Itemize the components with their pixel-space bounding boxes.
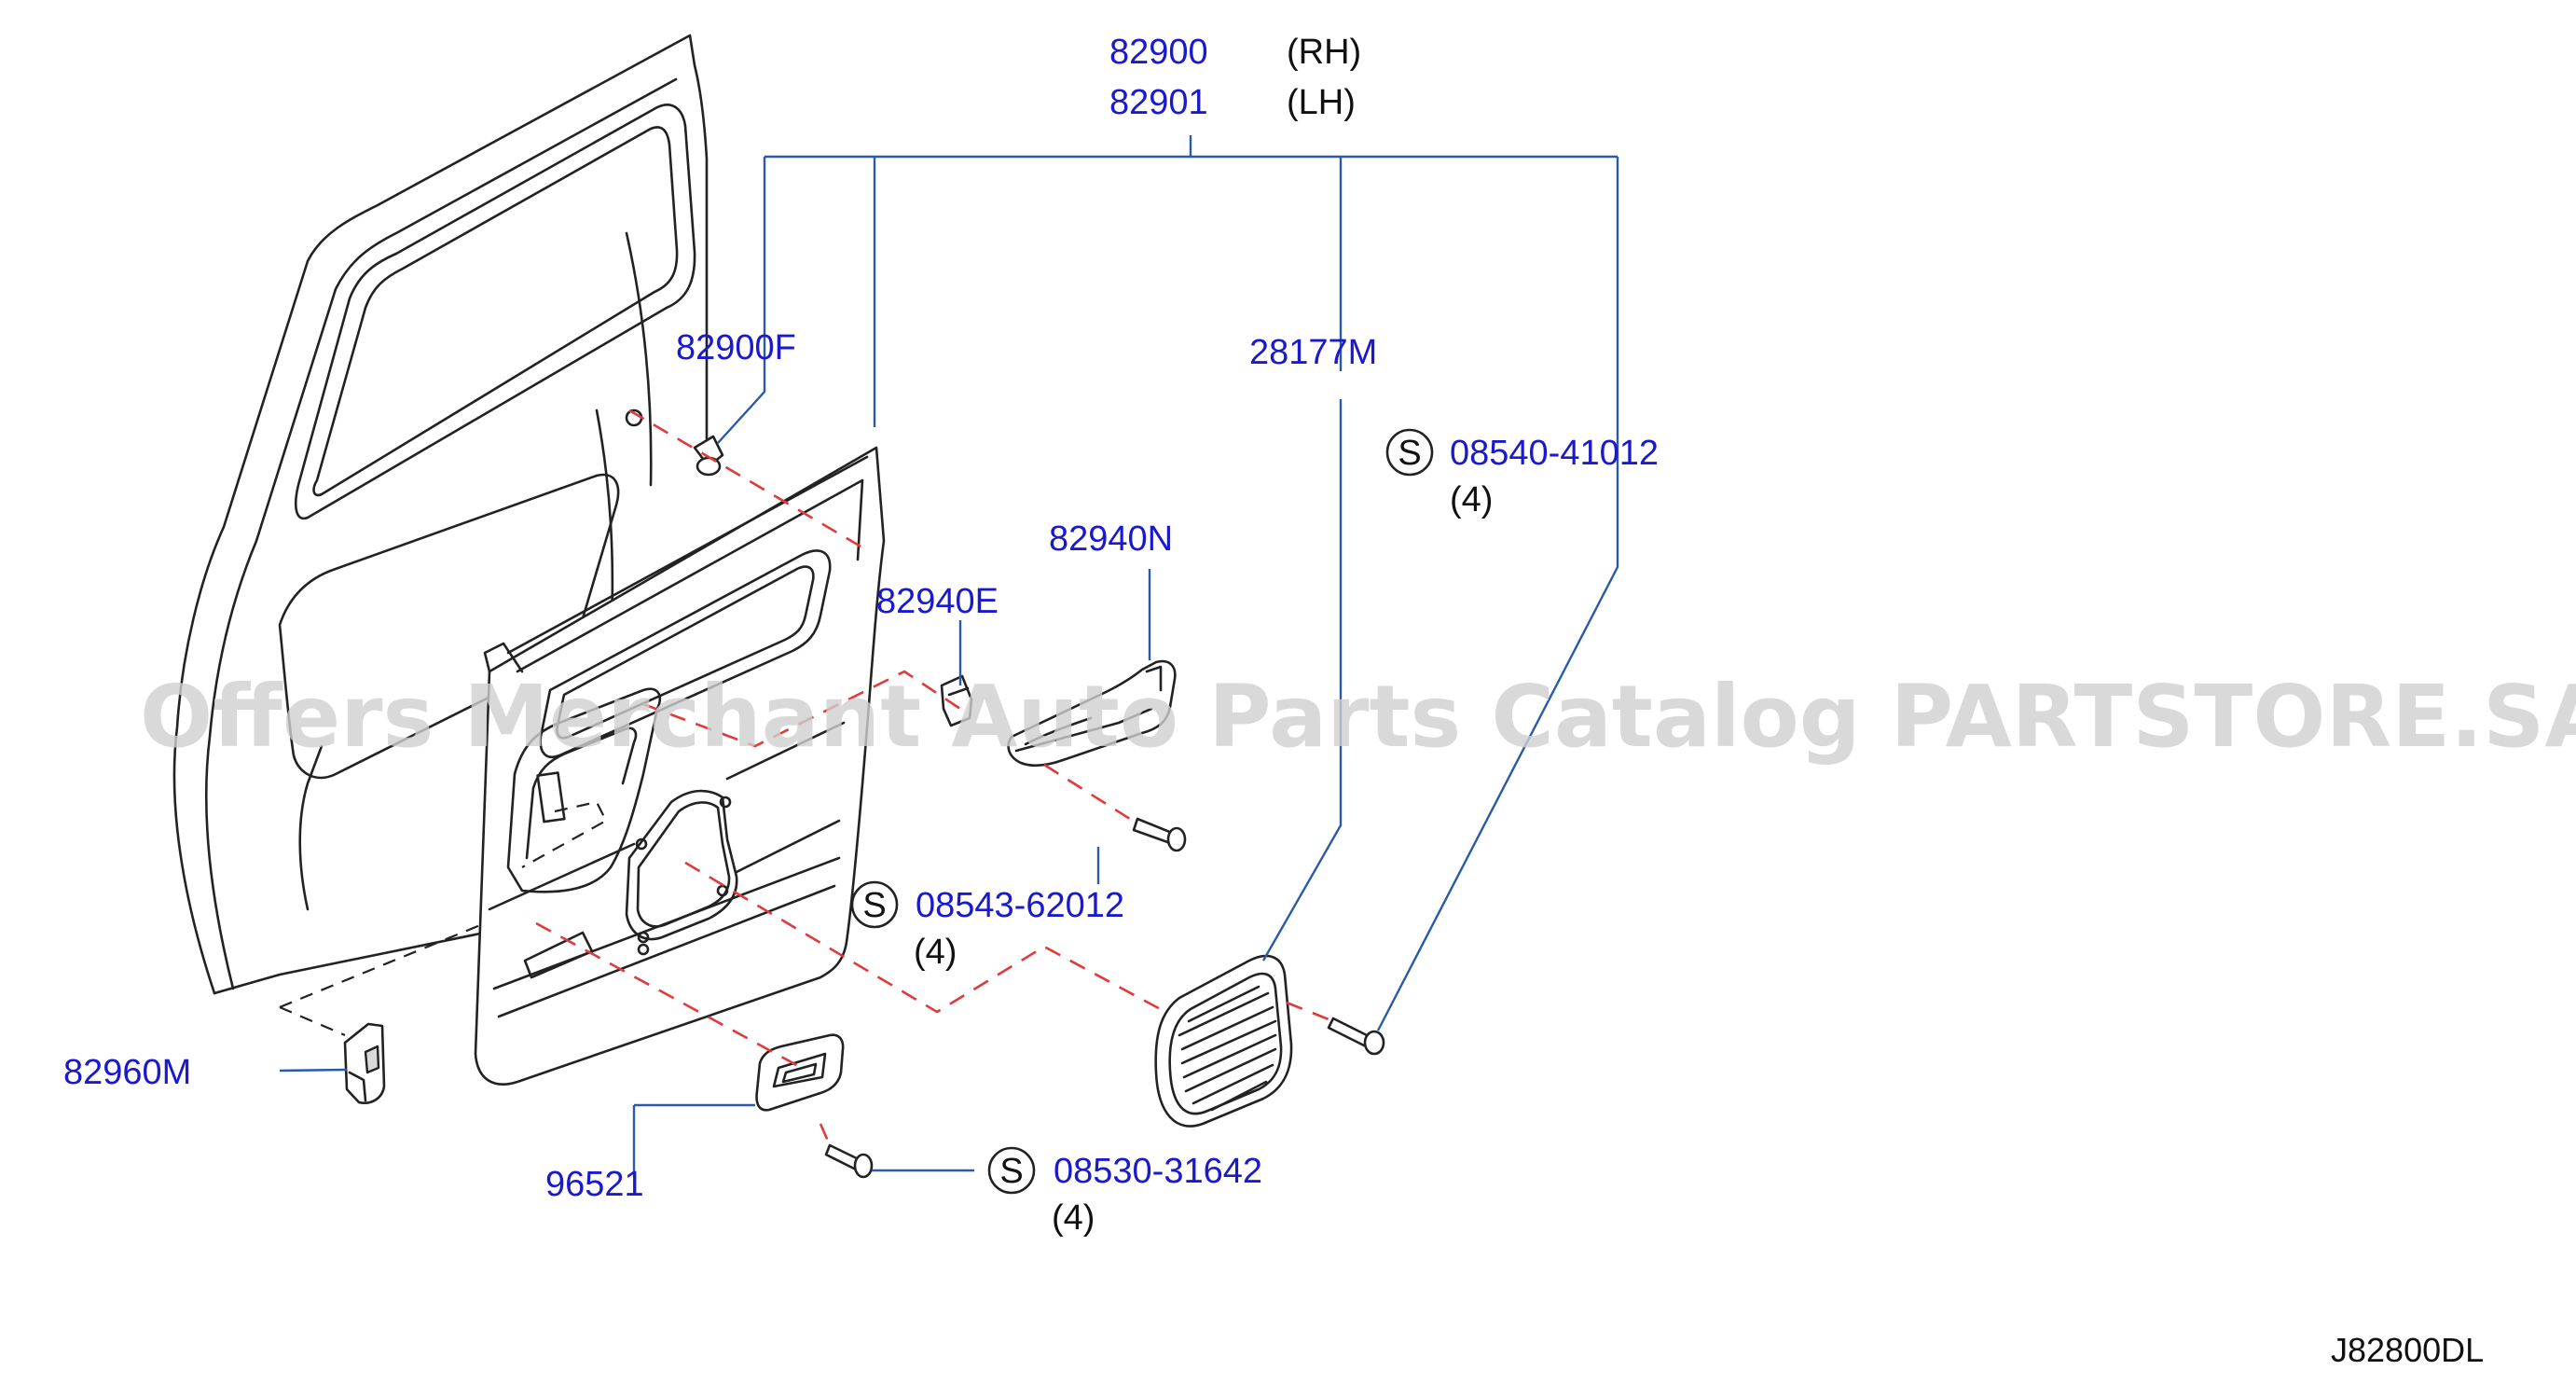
- grip-bracket-part: [940, 674, 973, 727]
- label-08530-31642: 08530-31642: [1054, 1152, 1262, 1191]
- assembly-lines: [535, 408, 1334, 1146]
- watermark-text: Offers Merchant Auto Parts Catalog PARTS…: [140, 667, 2576, 767]
- label-lh: (LH): [1287, 83, 1356, 122]
- reference-code: J82800DL: [2331, 1331, 2484, 1369]
- standard-symbol-08530: S: [987, 1146, 1036, 1195]
- label-28177M: 28177M: [1249, 333, 1377, 372]
- qty-08540-41012: (4): [1450, 480, 1493, 519]
- clip-part: [693, 435, 724, 477]
- label-rh: (RH): [1287, 33, 1361, 72]
- label-96521: 96521: [545, 1165, 644, 1204]
- label-82900: 82900: [1109, 33, 1208, 72]
- s-symbol-2: S: [862, 886, 886, 925]
- switch-dashed-lines: [279, 800, 608, 1037]
- label-82900F: 82900F: [676, 328, 796, 367]
- screw-grille: [1327, 1017, 1385, 1056]
- speaker-grille-part: [1154, 954, 1293, 1128]
- courtesy-lamp-part: [755, 1033, 845, 1112]
- label-08540-41012: 08540-41012: [1450, 434, 1659, 473]
- standard-symbol-08543: S: [850, 880, 899, 929]
- label-82940N: 82940N: [1049, 519, 1173, 559]
- label-82901: 82901: [1109, 83, 1208, 122]
- s-symbol-1: S: [1398, 434, 1421, 473]
- grip-part: [1007, 659, 1177, 767]
- switch-part: [343, 1022, 386, 1104]
- qty-08543-62012: (4): [914, 933, 957, 972]
- screw-lamp: [824, 1143, 874, 1179]
- door-trim-panel: [474, 446, 886, 1086]
- screw-grip: [1132, 817, 1187, 852]
- leader-lines: [279, 135, 1619, 1177]
- label-82940E: 82940E: [876, 582, 999, 621]
- label-08543-62012: 08543-62012: [916, 886, 1124, 925]
- standard-symbol-08540: S: [1385, 428, 1434, 477]
- qty-08530-31642: (4): [1052, 1198, 1095, 1238]
- s-symbol-3: S: [999, 1152, 1023, 1191]
- label-82960M: 82960M: [63, 1053, 191, 1092]
